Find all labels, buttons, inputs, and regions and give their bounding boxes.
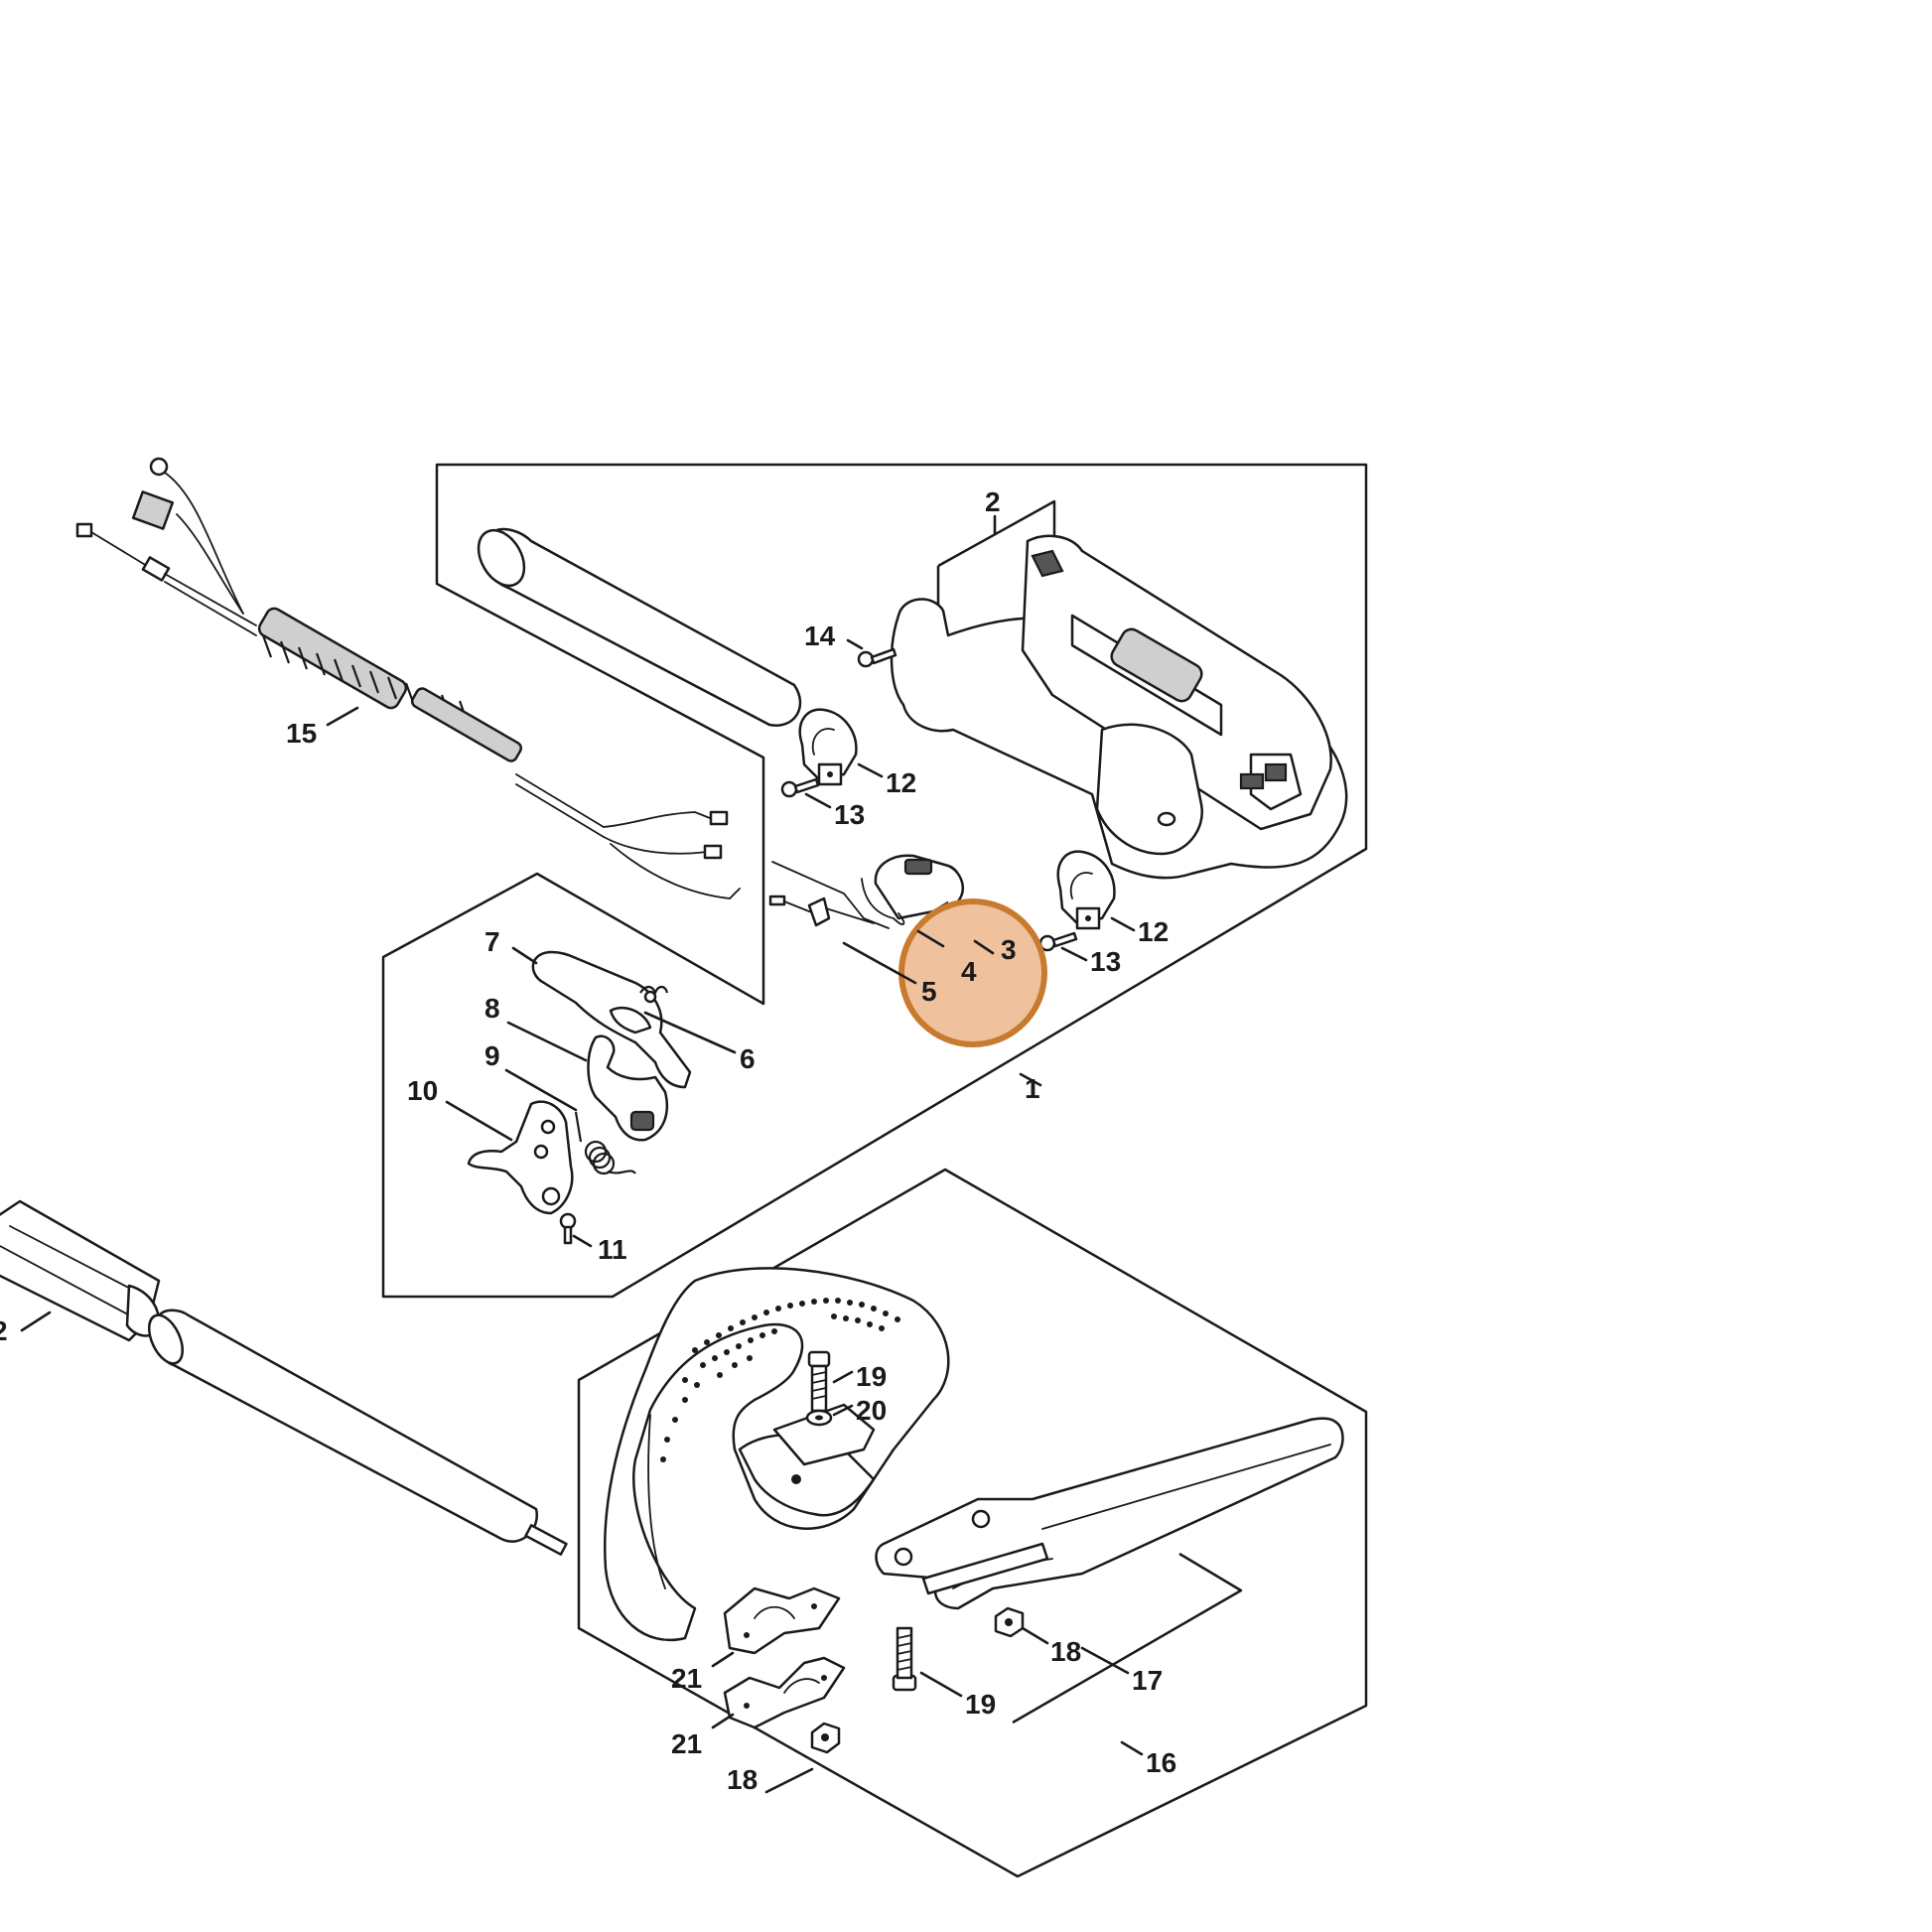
assembly-frame-17 (1012, 1552, 1243, 1725)
callout-7[interactable]: 7 (484, 926, 500, 957)
callout-4[interactable]: 4 (961, 956, 977, 987)
callout-15[interactable]: 15 (286, 718, 317, 749)
handle-bar-part-17 (875, 1417, 1344, 1610)
wiring-harness-part-15 (75, 457, 741, 899)
screw-part-13-top (780, 777, 820, 798)
nut-part-18-left (810, 1722, 841, 1754)
callout-6[interactable]: 6 (740, 1043, 756, 1074)
control-handle-housing-part-2 (890, 534, 1348, 880)
clamp-part-12-top (798, 708, 858, 786)
callout-14[interactable]: 14 (804, 621, 836, 651)
torsion-spring-part-9 (574, 1111, 636, 1175)
clamp-part-12-bottom (1056, 850, 1116, 930)
callout-18-left[interactable]: 18 (727, 1764, 758, 1795)
callout-2[interactable]: 2 (985, 486, 1001, 517)
callout-18-right[interactable]: 18 (1050, 1636, 1081, 1667)
clamp-half-part-21-top (723, 1587, 841, 1655)
outer-tube (147, 1309, 568, 1556)
callout-19-top[interactable]: 19 (856, 1361, 887, 1392)
callout-12-bottom[interactable]: 12 (1138, 916, 1169, 947)
callout-labels: 1 2 3 4 5 6 7 8 9 10 11 12 12 2 13 13 14… (0, 486, 1176, 1795)
callout-3[interactable]: 3 (1001, 934, 1017, 965)
ground-wire-part-5 (768, 895, 875, 927)
callout-20[interactable]: 20 (856, 1395, 887, 1426)
callout-13-bottom[interactable]: 13 (1090, 946, 1121, 977)
callout-12-left-edge[interactable]: 2 (0, 1315, 8, 1346)
screw-part-13-bottom (1038, 931, 1078, 952)
spring-part-6 (639, 985, 669, 1004)
screw-part-11 (559, 1212, 577, 1245)
inner-tube (477, 527, 802, 727)
throttle-lever-part-8 (587, 1035, 669, 1142)
callout-21-top[interactable]: 21 (671, 1663, 702, 1694)
throttle-trigger-part-7 (531, 950, 692, 1089)
nut-part-18-right (994, 1606, 1025, 1638)
callout-5[interactable]: 5 (921, 976, 937, 1007)
callout-8[interactable]: 8 (484, 993, 500, 1024)
bolt-part-19-bottom (892, 1626, 917, 1692)
contact-spring-part-4 (771, 861, 905, 929)
leader-lines (20, 514, 1144, 1794)
vent-dots (660, 1298, 900, 1462)
clamp-half-part-21-bottom (723, 1656, 846, 1729)
highlight-marker[interactable] (898, 898, 1047, 1047)
callout-12-top[interactable]: 12 (886, 767, 916, 798)
screw-part-14 (857, 647, 897, 668)
drive-tube-part-12-left (0, 1199, 161, 1342)
callout-16[interactable]: 16 (1146, 1747, 1176, 1778)
bolt-part-19-top (807, 1350, 831, 1413)
interlock-lever-part-10 (467, 1100, 574, 1215)
callout-10[interactable]: 10 (407, 1075, 438, 1106)
washer-part-20 (805, 1409, 833, 1427)
loop-handle-part-16 (604, 1267, 950, 1642)
callout-13-top[interactable]: 13 (834, 799, 865, 830)
callout-11[interactable]: 11 (598, 1234, 627, 1265)
callout-21-bottom[interactable]: 21 (671, 1728, 702, 1759)
callout-17[interactable]: 17 (1132, 1665, 1163, 1696)
assembly-frame-16 (577, 1168, 1368, 1878)
callout-19-bottom[interactable]: 19 (965, 1689, 996, 1720)
assembly-frame-1 (381, 463, 1368, 1299)
callout-9[interactable]: 9 (484, 1040, 500, 1071)
callout-1[interactable]: 1 (1025, 1073, 1040, 1104)
